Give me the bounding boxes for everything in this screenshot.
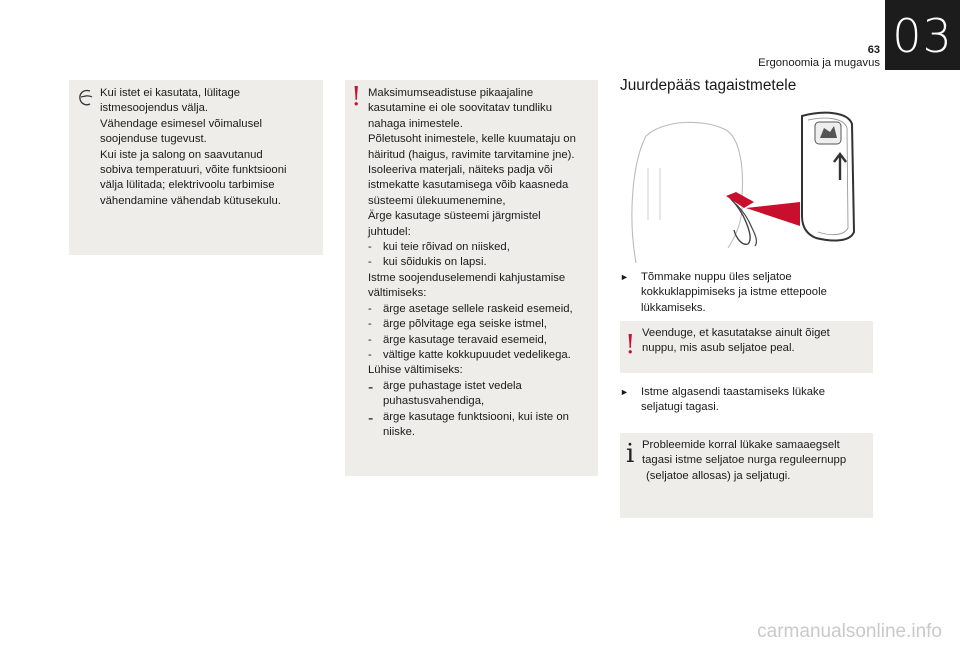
warning-text-line: vältimiseks: [368, 287, 427, 300]
instruction-text-line: Tõmmake nuppu üles seljatoe [641, 271, 792, 283]
instruction-text-line: lükkamiseks. [641, 301, 706, 314]
bullet-arrow-icon: ► [620, 387, 629, 397]
info-text-line: Probleemide korral lükake samaaegselt [642, 439, 840, 451]
info-note-box: i Probleemide korral lükake samaaegselt … [620, 433, 873, 518]
warning-list-item: ärge asetage sellele raskeid esemeid, [368, 302, 592, 318]
info-icon: i [626, 439, 635, 469]
warning-text-line: Isoleeriva materjali, näiteks padja või [368, 164, 553, 177]
info-text-line: tagasi istme seljatoe nurga reguleernupp [642, 454, 847, 467]
instruction-text-line: Istme algasendi taastamiseks lükake [641, 386, 825, 398]
warning-list-line: niiske. [383, 425, 416, 438]
instruction-text-line: kokkuklappimiseks ja istme ettepoole [641, 286, 827, 299]
eco-text-line: Kui iste ja salong on saavutanud [100, 148, 263, 161]
warning-list-line: puhastusvahendiga, [383, 395, 485, 408]
instruction-text-line: seljatugi tagasi. [641, 401, 719, 414]
warning-text-line: Lühise vältimiseks: [368, 364, 463, 377]
warning-text-line: häiritud (haigus, ravimite tarvitamine j… [368, 148, 575, 161]
section-heading: Juurdepääs tagaistmetele [620, 77, 797, 94]
info-text-line: (seljatoe allosas) ja seljatugi. [646, 469, 791, 482]
page-number: 63 [867, 44, 880, 56]
warning-list-item: kui teie rõivad on niisked, [368, 240, 592, 256]
warning-text-line: kasutamine ei ole soovitatav tundliku [368, 102, 552, 115]
warning-text-line: istmekatte kasutamisega võib kaasneda [368, 179, 569, 192]
warning-text-line: juhtudel: [368, 225, 411, 238]
eco-text-line: välja lülitada; elektrivoolu tarbimise [100, 179, 275, 192]
warning-text-line: Ärge kasutage süsteemi järgmistel [368, 210, 541, 223]
warning-text-line: süsteemi ülekuumenemine, [368, 194, 506, 207]
eco-text-line: sobiva temperatuuri, võite funktsiooni [100, 164, 287, 177]
eco-text-line: vähendamine vähendab kütusekulu. [100, 194, 281, 207]
warning-list-item: ärge kasutage teravaid esemeid, [368, 333, 592, 349]
warning-list-item: kui sõidukis on lapsi. [368, 255, 592, 271]
warning-list-item: vältige katte kokkupuudet vedelikega. [368, 348, 592, 364]
watermark: carmanualsonline.info [757, 621, 942, 642]
eco-leaf-icon [79, 89, 93, 106]
warning-list-item: ärge kasutage funktsiooni, kui iste on n… [368, 410, 592, 441]
warning-list-item: ärge puhastage istet vedela puhastusvahe… [368, 379, 592, 410]
eco-text-line: Kui istet ei kasutata, lülitage [100, 87, 241, 99]
bullet-arrow-icon: ► [620, 272, 629, 282]
warning-list-item: ärge põlvitage ega seiske istmel, [368, 317, 592, 333]
warning-exclamation-icon: ! [625, 330, 636, 360]
chapter-tab: 03 [885, 0, 960, 70]
warning-text-line: Maksimumseadistuse pikaajaline [368, 87, 534, 99]
instruction-step: ► Istme algasendi taastamiseks lükake se… [620, 385, 875, 416]
caution-text-line: Veenduge, et kasutatakse ainult õiget [642, 327, 830, 339]
warning-exclamation-icon: ! [351, 82, 362, 112]
warning-note-box: ! Maksimumseadistuse pikaajaline kasutam… [345, 80, 598, 476]
warning-text-line: nahaga inimestele. [368, 117, 463, 130]
instruction-step: ► Tõmmake nuppu üles seljatoe kokkuklapp… [620, 270, 875, 316]
seat-backrest-illustration [631, 111, 856, 264]
eco-text-line: soojenduse tugevust. [100, 133, 207, 146]
warning-list-line: ärge kasutage funktsiooni, kui iste on [383, 410, 569, 423]
warning-text-line: Põletusoht inimestele, kelle kuumataju o… [368, 133, 576, 146]
eco-text-line: Vähendage esimesel võimalusel [100, 117, 263, 130]
section-title: Ergonoomia ja mugavus [758, 57, 880, 69]
warning-text-line: Istme soojenduselemendi kahjustamise [368, 271, 566, 284]
caution-note-box: ! Veenduge, et kasutatakse ainult õiget … [620, 321, 873, 373]
eco-text-line: istmesoojendus välja. [100, 102, 209, 115]
warning-list-line: ärge puhastage istet vedela [383, 379, 522, 392]
caution-text-line: nuppu, mis asub seljatoe peal. [642, 342, 795, 355]
eco-note-box: Kui istet ei kasutata, lülitage istmesoo… [69, 80, 323, 255]
